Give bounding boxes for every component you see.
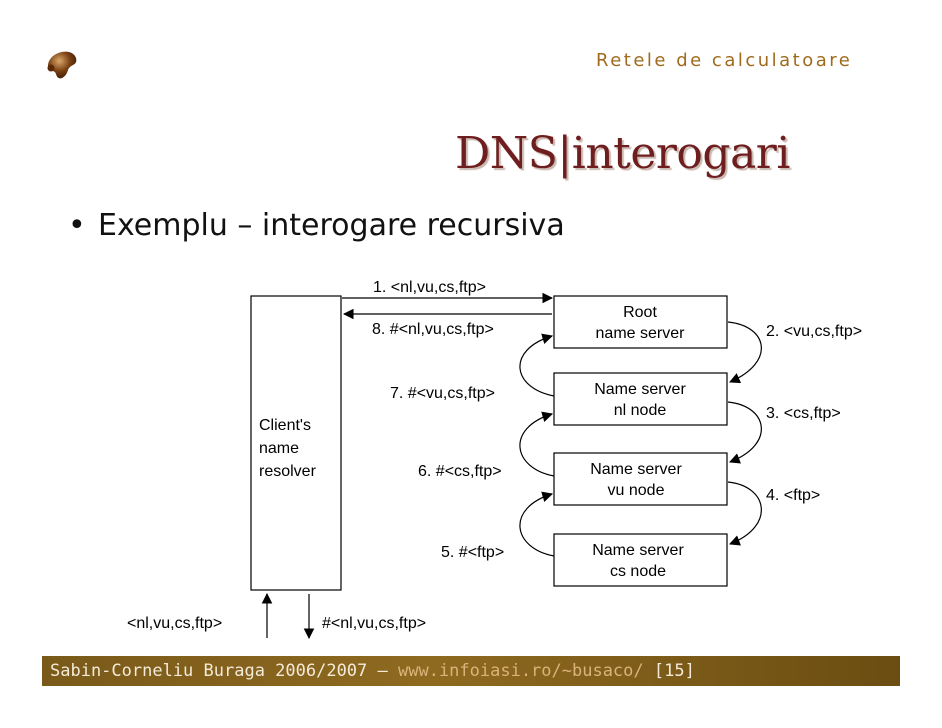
- vu-server-line2: vu node: [608, 482, 665, 499]
- answer-arc-5: [519, 491, 555, 557]
- message-7: 7. #<vu,cs,ftp>: [390, 385, 495, 402]
- message-6: 6. #<cs,ftp>: [418, 463, 502, 480]
- message-5: 5. #<ftp>: [441, 544, 504, 561]
- cs-server-box: [553, 533, 728, 587]
- query-arc-3: [727, 401, 762, 464]
- answer-arc-7: [519, 333, 555, 397]
- resolver-label-line3: resolver: [259, 463, 317, 480]
- vu-server-box: [553, 452, 728, 506]
- root-server-line1: Root: [623, 304, 657, 321]
- input-label: <nl,vu,cs,ftp>: [127, 615, 222, 632]
- message-4: 4. <ftp>: [766, 487, 820, 504]
- query-arc-2: [727, 321, 762, 384]
- nl-server-box: [553, 372, 728, 426]
- footer-bar: Sabin-Corneliu Buraga 2006/2007 – www.in…: [42, 656, 900, 686]
- logo-icon: [47, 51, 77, 79]
- nl-server-line2: nl node: [614, 402, 667, 419]
- nl-server-line1: Name server: [594, 381, 686, 398]
- resolver-label-line1: Client's: [259, 417, 311, 434]
- message-1: 1. <nl,vu,cs,ftp>: [373, 279, 486, 296]
- bullet-item: • Exemplu – interogare recursiva: [68, 208, 565, 243]
- bullet-text: Exemplu – interogare recursiva: [98, 208, 565, 243]
- message-3: 3. <cs,ftp>: [766, 405, 841, 422]
- cs-server-line1: Name server: [592, 542, 684, 559]
- footer-page: [15]: [643, 661, 695, 681]
- cs-server-line2: cs node: [610, 563, 666, 580]
- answer-arc-6: [519, 411, 555, 477]
- root-server-line2: name server: [596, 325, 686, 342]
- vu-server-line1: Name server: [590, 461, 682, 478]
- message-2: 2. <vu,cs,ftp>: [766, 323, 862, 340]
- course-title: Retele de calculatoare: [596, 50, 853, 71]
- footer-url[interactable]: www.infoiasi.ro/~busaco/: [398, 661, 644, 681]
- bullet-dot-icon: •: [68, 208, 86, 243]
- client-resolver-box: [250, 295, 342, 591]
- query-arc-4: [727, 481, 762, 546]
- root-server-box: [553, 295, 728, 349]
- output-label: #<nl,vu,cs,ftp>: [322, 615, 426, 632]
- footer-author: Sabin-Corneliu Buraga 2006/2007 –: [50, 661, 398, 681]
- message-8: 8. #<nl,vu,cs,ftp>: [372, 321, 494, 338]
- slide-title: DNS|interogari: [455, 128, 790, 179]
- resolver-label-line2: name: [259, 440, 299, 457]
